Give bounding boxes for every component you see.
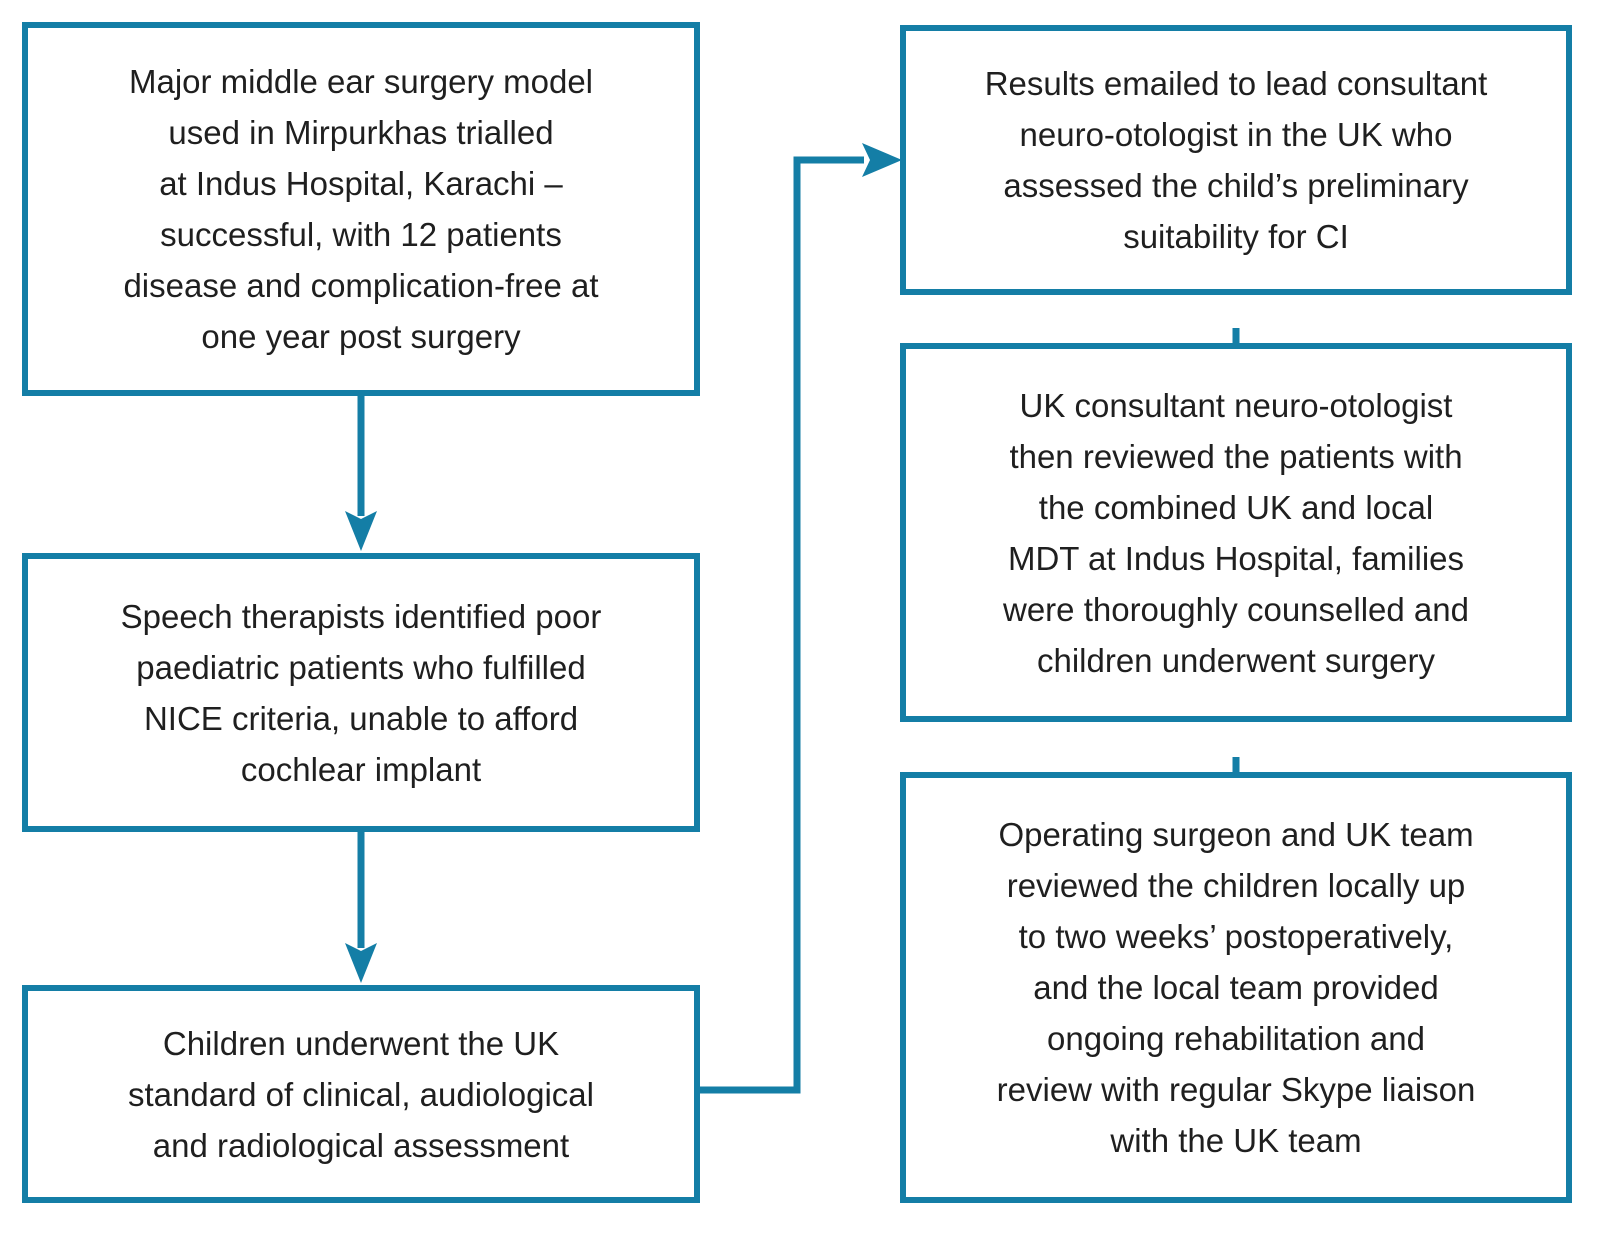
- node-text-assessment: Children underwent the UK standard of cl…: [128, 1024, 594, 1164]
- node-text-identify: Speech therapists identified poor paedia…: [120, 597, 602, 788]
- flow-node-results: Results emailed to lead consultant neuro…: [900, 25, 1572, 295]
- flow-node-trial: Major middle ear surgery model used in M…: [22, 22, 700, 396]
- flow-node-assessment: Children underwent the UK standard of cl…: [22, 985, 700, 1203]
- edge-trial-to-identify: [345, 393, 377, 551]
- node-text-trial: Major middle ear surgery model used in M…: [123, 63, 599, 355]
- edge-identify-to-assessment: [345, 829, 377, 983]
- node-text-results: Results emailed to lead consultant neuro…: [984, 65, 1488, 255]
- node-text-mdt-review: UK consultant neuro-otologist then revie…: [1003, 386, 1469, 679]
- flow-node-postop: Operating surgeon and UK team reviewed t…: [900, 772, 1572, 1203]
- edge-assessment-to-results: [697, 143, 902, 1094]
- flow-node-mdt-review: UK consultant neuro-otologist then revie…: [900, 343, 1572, 722]
- flow-node-identify: Speech therapists identified poor paedia…: [22, 553, 700, 832]
- node-text-postop: Operating surgeon and UK team reviewed t…: [996, 816, 1476, 1159]
